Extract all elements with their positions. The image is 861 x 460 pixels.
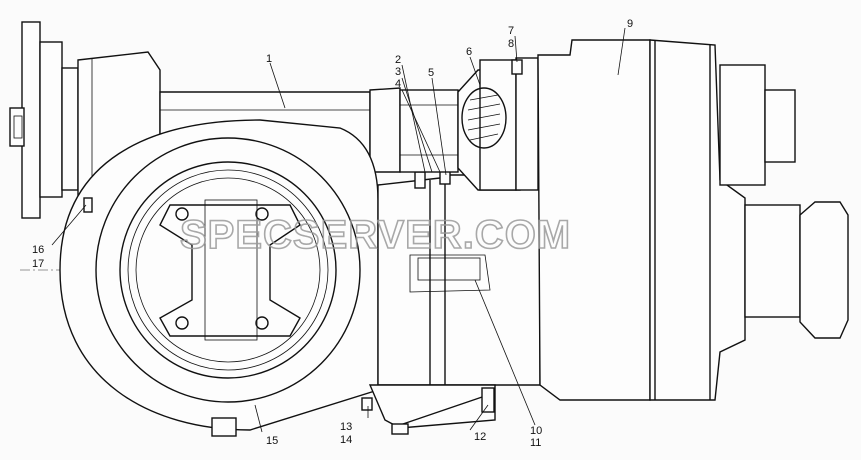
left-flange	[9, 21, 79, 219]
callout-10: 10	[530, 425, 542, 437]
callout-2: 2	[395, 54, 401, 66]
breather-coupling	[457, 57, 539, 191]
callout-15: 15	[266, 435, 278, 447]
callout-4: 4	[395, 78, 401, 90]
middle-section	[377, 167, 541, 386]
callout-9: 9	[627, 18, 633, 30]
callout-1: 1	[266, 53, 272, 65]
callout-5: 5	[428, 67, 434, 79]
callout-11: 11	[530, 437, 541, 449]
main-gearbox-housing	[537, 39, 849, 401]
callout-6: 6	[466, 46, 472, 58]
bottom-bracket	[361, 384, 496, 435]
callout-7: 7	[508, 25, 514, 37]
callout-17: 17	[32, 258, 44, 270]
watermark-text: SPECSERVER.COM	[180, 213, 571, 257]
callout-16: 16	[32, 244, 44, 256]
callout-3: 3	[395, 66, 401, 78]
callout-8: 8	[508, 38, 514, 50]
callout-14: 14	[340, 434, 352, 446]
callout-12: 12	[474, 431, 486, 443]
callout-13: 13	[340, 421, 352, 433]
bolt-16-17	[83, 197, 93, 213]
leader-lines	[51, 27, 626, 433]
connecting-tube	[399, 89, 459, 173]
round-housing	[59, 119, 379, 437]
